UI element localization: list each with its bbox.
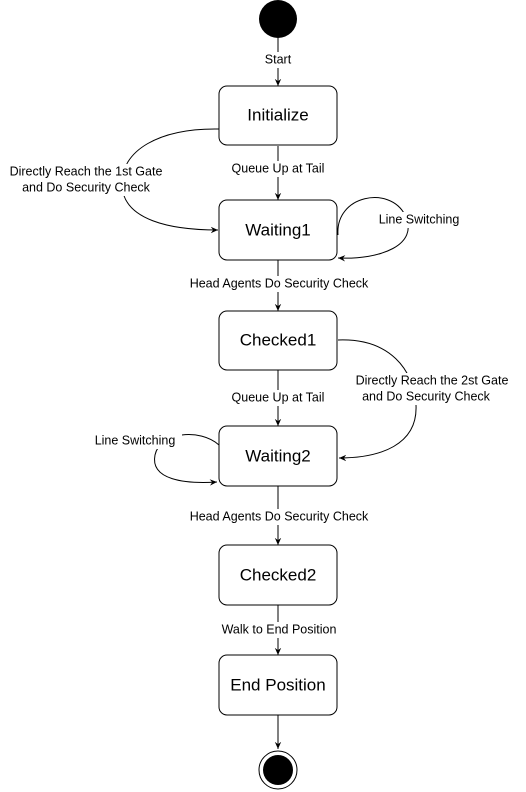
label-walk-to-end: Walk to End Position [222, 622, 337, 636]
label-direct-gate2-line2: and Do Security Check [362, 389, 491, 403]
state-waiting2-label: Waiting2 [245, 446, 311, 465]
state-checked2: Checked2 [218, 544, 338, 606]
label-queue-up-1: Queue Up at Tail [232, 161, 325, 175]
edge-line-switching-2 [154, 434, 220, 486]
label-direct-gate1-line2: and Do Security Check [22, 180, 151, 194]
label-line-switching-1: Line Switching [379, 212, 460, 226]
label-head-check-1: Head Agents Do Security Check [190, 276, 369, 290]
label-start: Start [265, 52, 292, 66]
state-end-position-label: End Position [230, 675, 325, 694]
state-initialize-label: Initialize [247, 105, 308, 124]
final-node-inner [263, 755, 293, 785]
state-checked1-label: Checked1 [240, 330, 317, 349]
state-initialize: Initialize [218, 85, 338, 146]
state-waiting1-label: Waiting1 [245, 220, 311, 239]
state-checked2-label: Checked2 [240, 565, 317, 584]
label-direct-gate2-line1: Directly Reach the 2st Gate [356, 373, 509, 387]
state-end-position: End Position [218, 654, 338, 716]
label-line-switching-2: Line Switching [95, 433, 176, 447]
initial-node [259, 0, 297, 38]
state-waiting2: Waiting2 [218, 425, 338, 487]
label-queue-up-2: Queue Up at Tail [232, 390, 325, 404]
label-direct-gate1-line1: Directly Reach the 1st Gate [10, 164, 163, 178]
state-checked1: Checked1 [218, 310, 338, 371]
state-waiting1: Waiting1 [218, 199, 338, 261]
label-head-check-2: Head Agents Do Security Check [190, 509, 369, 523]
